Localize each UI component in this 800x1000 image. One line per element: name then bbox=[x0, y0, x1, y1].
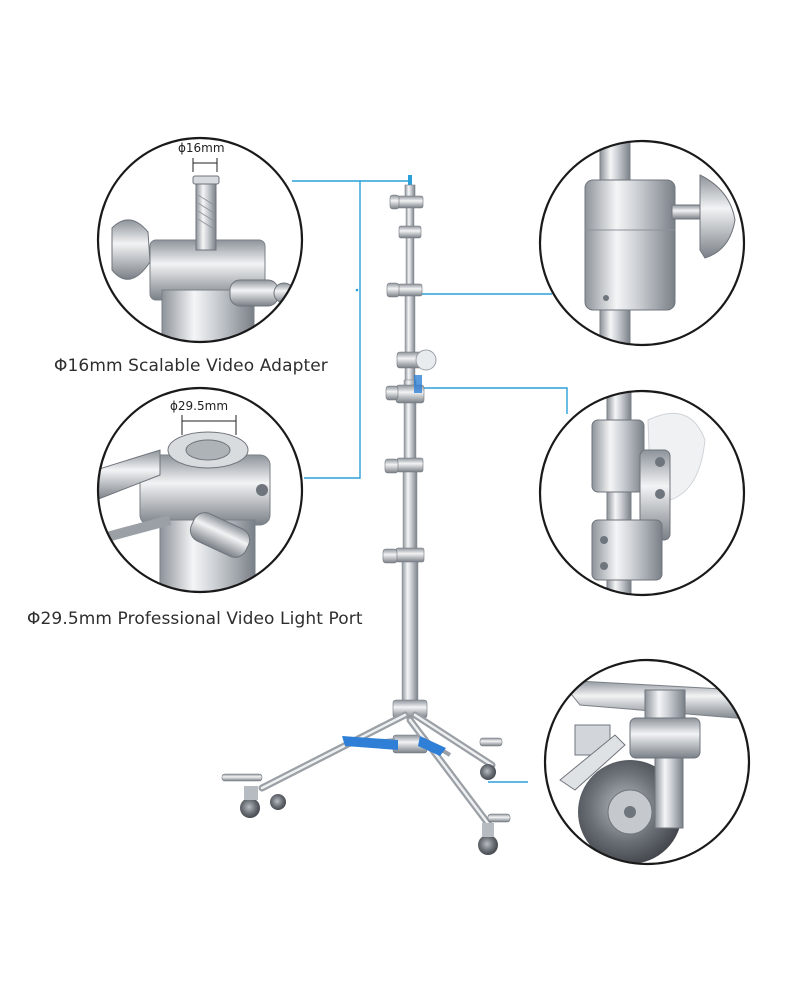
detail-circle-clamp bbox=[538, 389, 746, 597]
detail-circle-light-port: ϕ29.5mm bbox=[96, 386, 304, 594]
caption-light-port: Φ29.5mm Professional Video Light Port bbox=[27, 609, 363, 629]
port-diameter-label: ϕ29.5mm bbox=[170, 399, 228, 413]
adapter-diameter-label: ϕ16mm bbox=[178, 141, 225, 155]
connector-clamp bbox=[420, 387, 568, 414]
connector-lines bbox=[292, 180, 568, 783]
dot-marker bbox=[355, 288, 359, 292]
light-stand bbox=[221, 175, 511, 855]
connector-adapter bbox=[292, 180, 361, 479]
detail-circle-adapter: ϕ16mm bbox=[96, 136, 304, 344]
stand-wheels bbox=[240, 764, 498, 855]
detail-circle-collar bbox=[538, 139, 746, 347]
detail-circle-wheel bbox=[543, 658, 751, 866]
caption-video-adapter: Φ16mm Scalable Video Adapter bbox=[54, 356, 328, 376]
